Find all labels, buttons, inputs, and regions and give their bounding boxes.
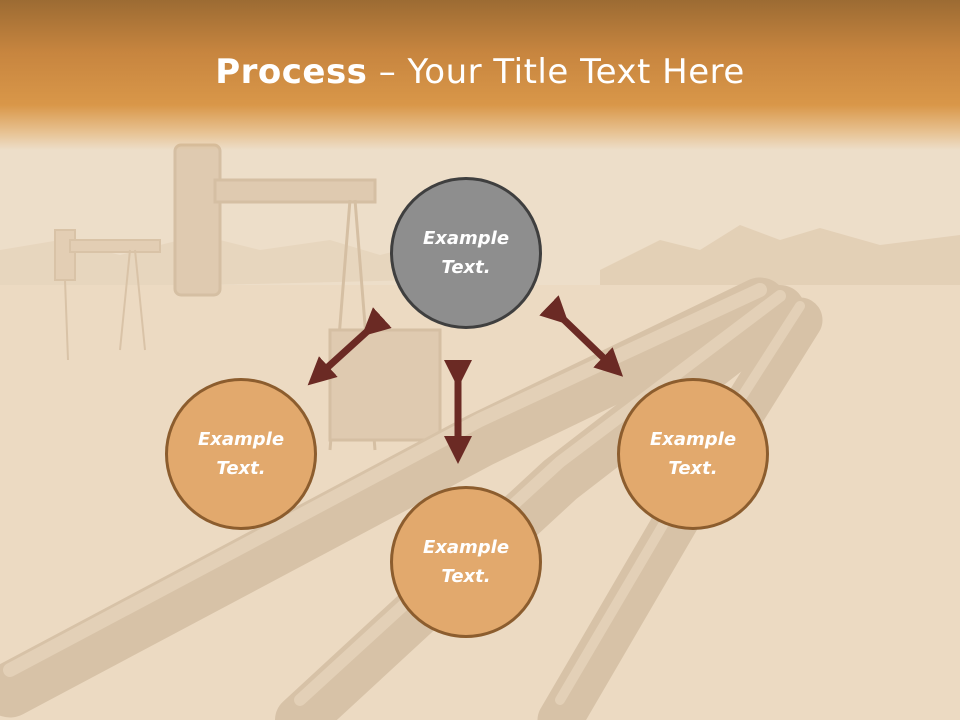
node-label: Example Text. — [197, 429, 285, 479]
title-bold: Process — [215, 52, 368, 92]
slide-title: Process – Your Title Text Here — [0, 52, 960, 92]
process-node-top[interactable]: Example Text. — [390, 177, 542, 329]
title-rest: – Your Title Text Here — [367, 52, 745, 92]
process-node-right[interactable]: Example Text. — [617, 378, 769, 530]
node-label: Example Text. — [649, 429, 737, 479]
node-label: Example Text. — [422, 537, 510, 587]
node-label: Example Text. — [422, 228, 510, 278]
process-node-left[interactable]: Example Text. — [165, 378, 317, 530]
process-node-bottom[interactable]: Example Text. — [390, 486, 542, 638]
title-bar — [0, 0, 960, 150]
